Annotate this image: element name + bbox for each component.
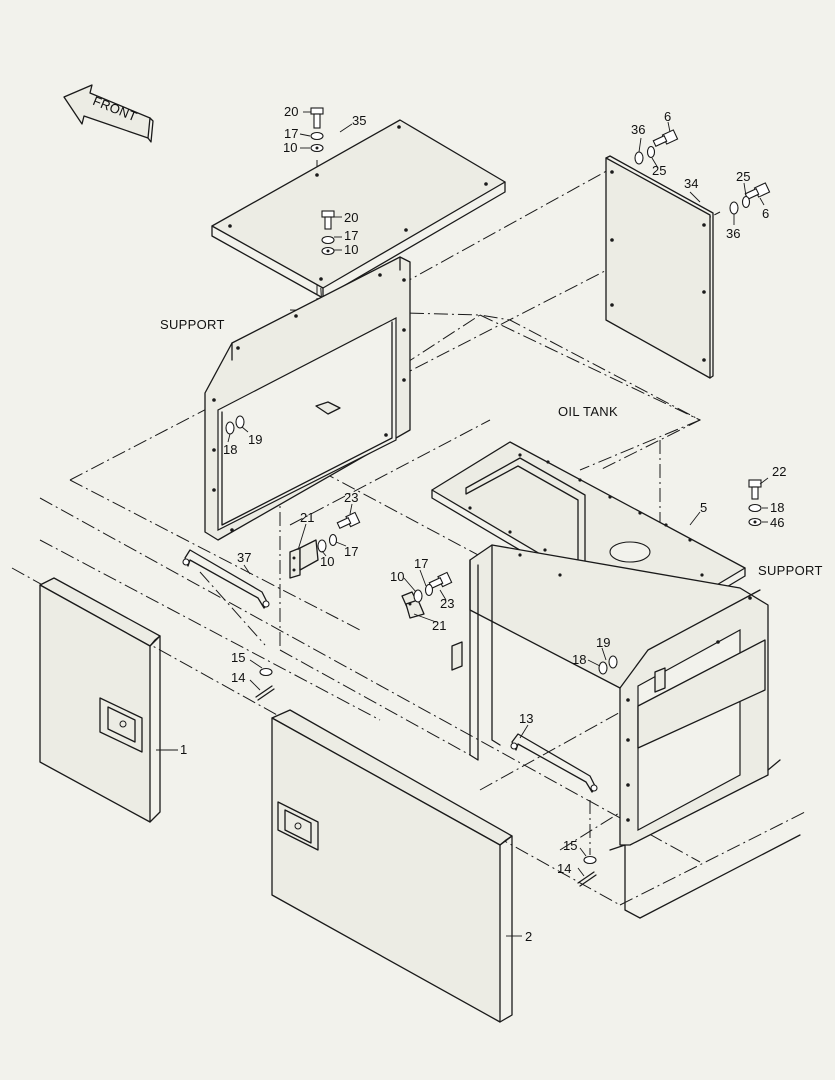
bolt-22[interactable]	[748, 479, 762, 500]
callout-18: 18	[223, 442, 237, 457]
left-support-frame	[204, 256, 411, 541]
door-lock-left-icon[interactable]	[99, 697, 143, 753]
side-plate-34[interactable]	[605, 155, 714, 379]
callout-18: 18	[572, 652, 586, 667]
callout-25: 25	[652, 163, 666, 178]
callout-10: 10	[320, 554, 334, 569]
callout-13: 13	[519, 711, 533, 726]
callout-20: 20	[284, 104, 298, 119]
callout-17: 17	[414, 556, 428, 571]
callout-37: 37	[237, 550, 251, 565]
support-left-label: SUPPORT	[160, 317, 225, 332]
bolt-6a[interactable]	[652, 129, 679, 147]
callout-10: 10	[344, 242, 358, 257]
callout-35: 35	[352, 113, 366, 128]
handle-37[interactable]	[182, 549, 270, 609]
callout-17: 17	[344, 544, 358, 559]
callout-17: 17	[344, 228, 358, 243]
latch-plate	[451, 641, 463, 671]
callout-19: 19	[248, 432, 262, 447]
right-support-frame	[469, 544, 769, 846]
door-left-1[interactable]	[39, 577, 161, 823]
latch-plate-right	[654, 667, 666, 693]
top-cover-35[interactable]	[211, 119, 506, 299]
callout-6: 6	[664, 109, 671, 124]
callout-14: 14	[231, 670, 245, 685]
mounting-tab	[315, 401, 341, 415]
callout-15: 15	[231, 650, 245, 665]
callout-21: 21	[432, 618, 446, 633]
callout-34: 34	[684, 176, 698, 191]
callout-46: 46	[770, 515, 784, 530]
callout-23: 23	[344, 490, 358, 505]
callout-19: 19	[596, 635, 610, 650]
callout-20: 20	[344, 210, 358, 225]
callout-10: 10	[390, 569, 404, 584]
bolt-6b[interactable]	[744, 182, 771, 200]
callout-17: 17	[284, 126, 298, 141]
handle-13[interactable]	[510, 733, 598, 793]
callout-18: 18	[770, 500, 784, 515]
callout-numbers: 1 2 5 6 6 10 10 10 10 13 14 14 15 15 17 …	[180, 104, 786, 944]
door-lock-right-icon[interactable]	[277, 801, 319, 851]
callout-22: 22	[772, 464, 786, 479]
callout-1: 1	[180, 742, 187, 757]
front-arrow: FRONT	[63, 84, 154, 143]
base-frame-lines	[609, 759, 801, 919]
callout-10: 10	[283, 140, 297, 155]
washers-nuts[interactable]	[225, 131, 762, 865]
callout-23: 23	[440, 596, 454, 611]
bolt-20-top[interactable]	[310, 107, 324, 129]
cotter-pins-14[interactable]	[255, 685, 597, 887]
callout-6: 6	[762, 206, 769, 221]
callout-21: 21	[300, 510, 314, 525]
callout-25: 25	[736, 169, 750, 184]
support-right-label: SUPPORT	[758, 563, 823, 578]
hinge-bracket-21b[interactable]	[401, 591, 425, 619]
bolt-23a[interactable]	[336, 511, 361, 529]
callout-15: 15	[563, 838, 577, 853]
oil-tank-label: OIL TANK	[558, 404, 618, 419]
callout-2: 2	[525, 929, 532, 944]
callout-36: 36	[631, 122, 645, 137]
hinge-bracket-21a[interactable]	[289, 539, 319, 579]
leader-lines	[156, 111, 769, 937]
callout-36: 36	[726, 226, 740, 241]
bolt-20-mid[interactable]	[321, 210, 335, 230]
callout-14: 14	[557, 861, 571, 876]
door-right-2[interactable]	[271, 709, 513, 1023]
bolt-23b[interactable]	[428, 571, 453, 589]
callout-5: 5	[700, 500, 707, 515]
